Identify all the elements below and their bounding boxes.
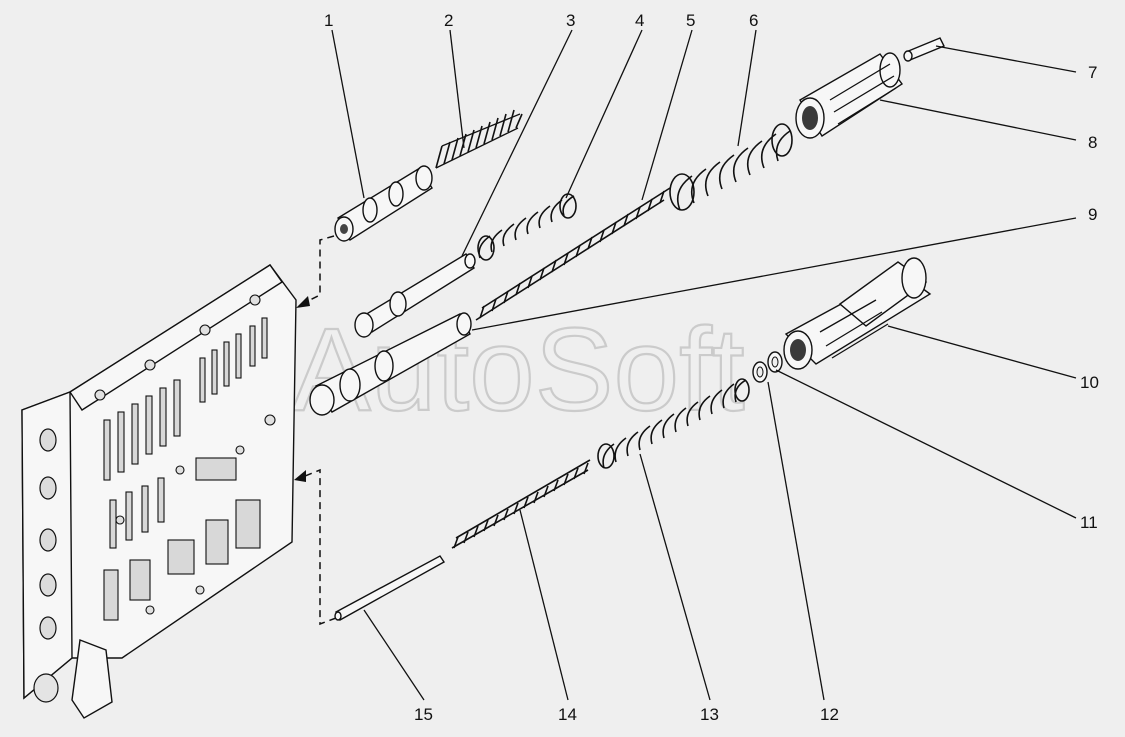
part-2-spring	[435, 109, 523, 169]
part-9-valve	[309, 312, 472, 416]
callout-14: 14	[558, 705, 577, 724]
callout-2: 2	[444, 11, 453, 30]
part-11-washer	[767, 351, 783, 373]
assembly-path-upper	[299, 235, 335, 306]
part-7-pin	[903, 37, 945, 62]
callout-12: 12	[820, 705, 839, 724]
part-8-sleeve	[795, 52, 904, 139]
callout-4: 4	[635, 11, 644, 30]
callout-9: 9	[1088, 205, 1097, 224]
callout-labels: 1 2 3 4 5 6 7 8 9 10 11 12 13 14 15	[324, 11, 1099, 724]
assembly-path-lower	[299, 468, 337, 626]
part-12-washer	[752, 361, 768, 383]
part-10-stepped-sleeve	[783, 257, 932, 370]
part-5-spring	[475, 187, 671, 321]
callout-7: 7	[1088, 63, 1097, 82]
callout-10: 10	[1080, 373, 1099, 392]
arrow-head-lower-icon	[294, 470, 306, 482]
part-14-spring	[451, 459, 591, 549]
callout-5: 5	[686, 11, 695, 30]
callout-15: 15	[414, 705, 433, 724]
part-15-rod	[334, 555, 446, 621]
part-4-spring	[477, 193, 577, 261]
callout-13: 13	[700, 705, 719, 724]
part-3-plunger	[354, 253, 476, 338]
leader-lines	[331, 29, 1077, 701]
callout-11: 11	[1080, 513, 1098, 532]
valve-body-housing	[21, 264, 297, 719]
callout-1: 1	[324, 11, 333, 30]
callout-3: 3	[566, 11, 575, 30]
part-1-spool-valve	[334, 165, 433, 242]
part-6-spring	[669, 123, 793, 211]
part-13-spring	[597, 378, 750, 469]
callout-8: 8	[1088, 133, 1097, 152]
arrow-head-upper-icon	[296, 296, 310, 308]
callout-6: 6	[749, 11, 758, 30]
